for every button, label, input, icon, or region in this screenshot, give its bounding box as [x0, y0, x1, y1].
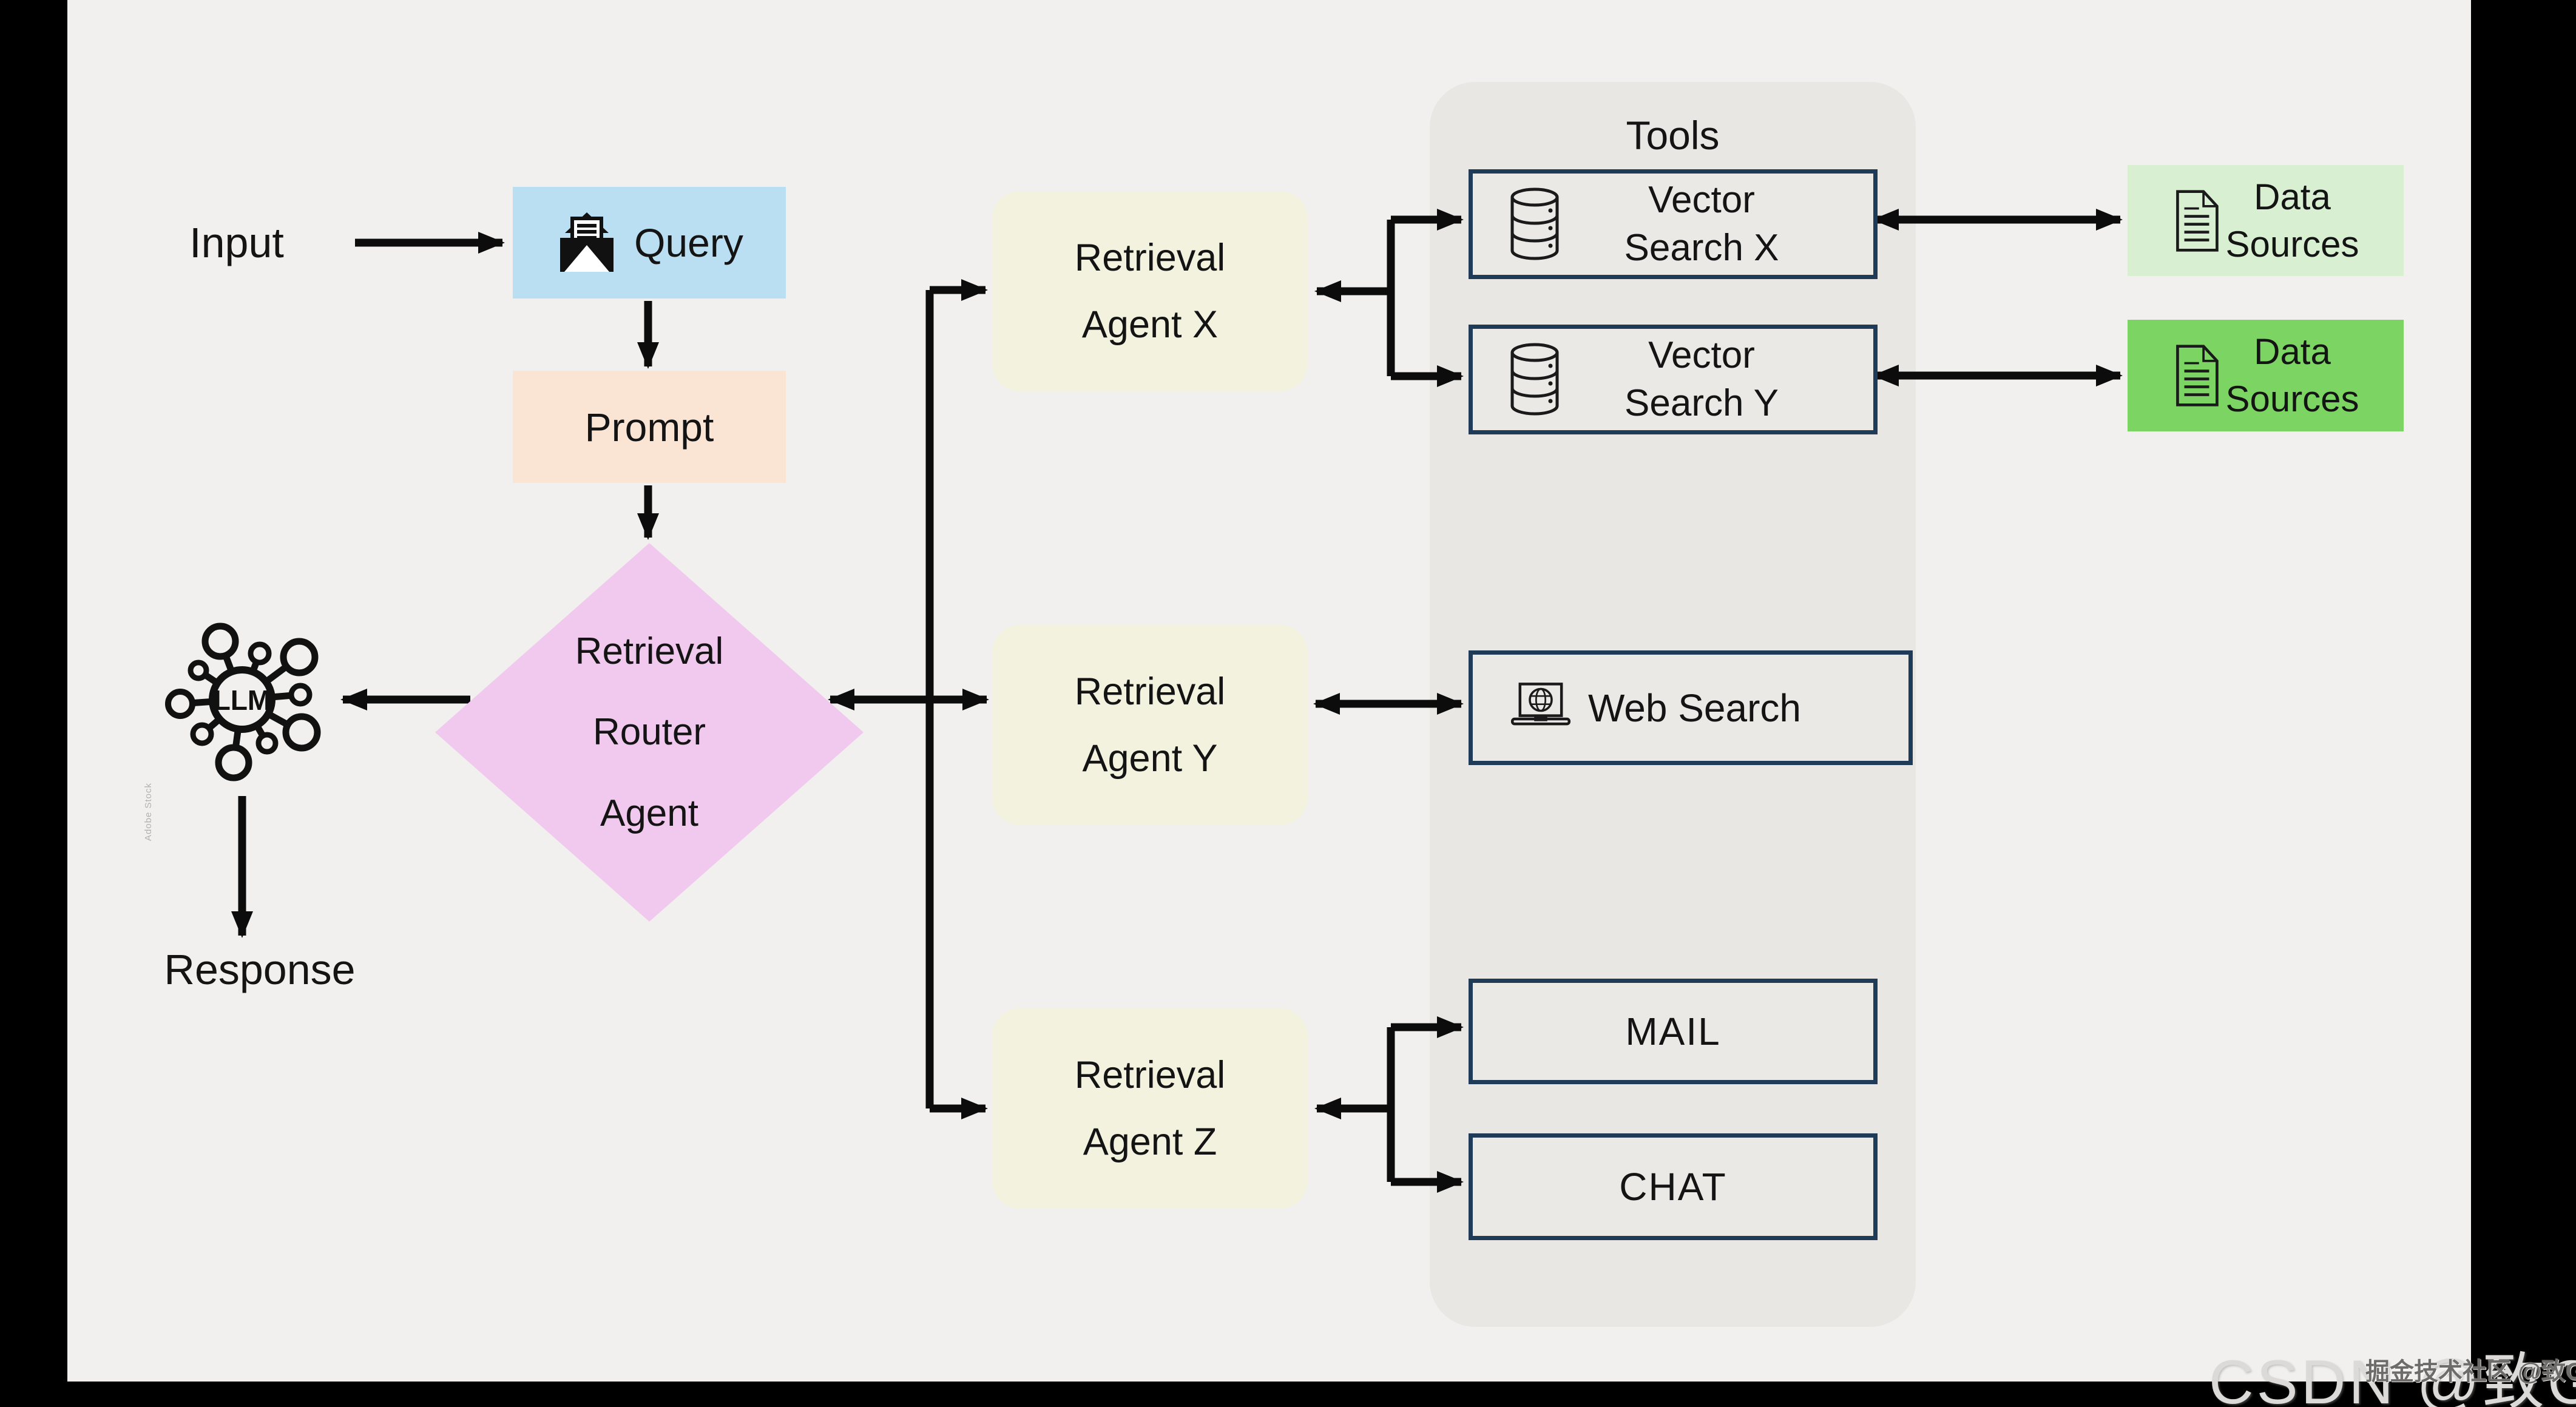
vector-search-x-box: Vector Search X [1469, 169, 1878, 279]
retrieval-agent-x-node: Retrieval Agent X [992, 191, 1308, 391]
web-search-box: Web Search [1469, 650, 1913, 765]
data-sources-box-1: Data Sources [2128, 165, 2404, 276]
database-icon [1503, 342, 1566, 418]
retrieval-agent-x-label: Retrieval Agent X [1074, 236, 1226, 346]
mail-label: MAIL [1625, 1010, 1721, 1053]
query-label: Query [634, 220, 743, 265]
prompt-node: Prompt [513, 371, 786, 483]
vector-search-x-label: Vector Search X [1624, 178, 1779, 269]
laptop-globe-icon [1508, 681, 1574, 735]
retrieval-agent-y-label: Retrieval Agent Y [1074, 670, 1226, 780]
vector-search-y-box: Vector Search Y [1469, 325, 1878, 434]
response-label: Response [164, 946, 356, 993]
retrieval-agent-z-node: Retrieval Agent Z [992, 1008, 1308, 1209]
csdn-watermark: CSDN @致Great [2209, 1348, 2576, 1407]
data-sources-label: Data Sources [2225, 331, 2359, 419]
document-icon [2172, 189, 2222, 252]
retrieval-router-agent-label: Retrieval Router Agent [575, 630, 724, 834]
llm-network-icon: LLM [140, 619, 346, 807]
document-icon [2172, 344, 2222, 407]
database-icon [1503, 186, 1566, 263]
stock-watermark: Adobe Stock [143, 783, 154, 842]
tools-title: Tools [1626, 113, 1720, 158]
retrieval-agent-z-label: Retrieval Agent Z [1074, 1053, 1226, 1163]
prompt-label: Prompt [584, 404, 714, 450]
vector-search-y-label: Vector Search Y [1624, 334, 1779, 424]
open-envelope-letter-icon [555, 211, 618, 274]
juejin-watermark: 掘金技术社区 @致Great [2365, 1358, 2576, 1385]
llm-label: LLM [214, 684, 271, 716]
chat-box: CHAT [1469, 1133, 1878, 1240]
query-node: Query [513, 187, 786, 299]
data-sources-box-2: Data Sources [2128, 320, 2404, 431]
input-label: Input [189, 219, 284, 266]
data-sources-label: Data Sources [2225, 176, 2359, 265]
retrieval-agent-y-node: Retrieval Agent Y [992, 625, 1308, 825]
chat-label: CHAT [1619, 1165, 1727, 1209]
web-search-label: Web Search [1588, 686, 1801, 730]
mail-box: MAIL [1469, 979, 1878, 1084]
